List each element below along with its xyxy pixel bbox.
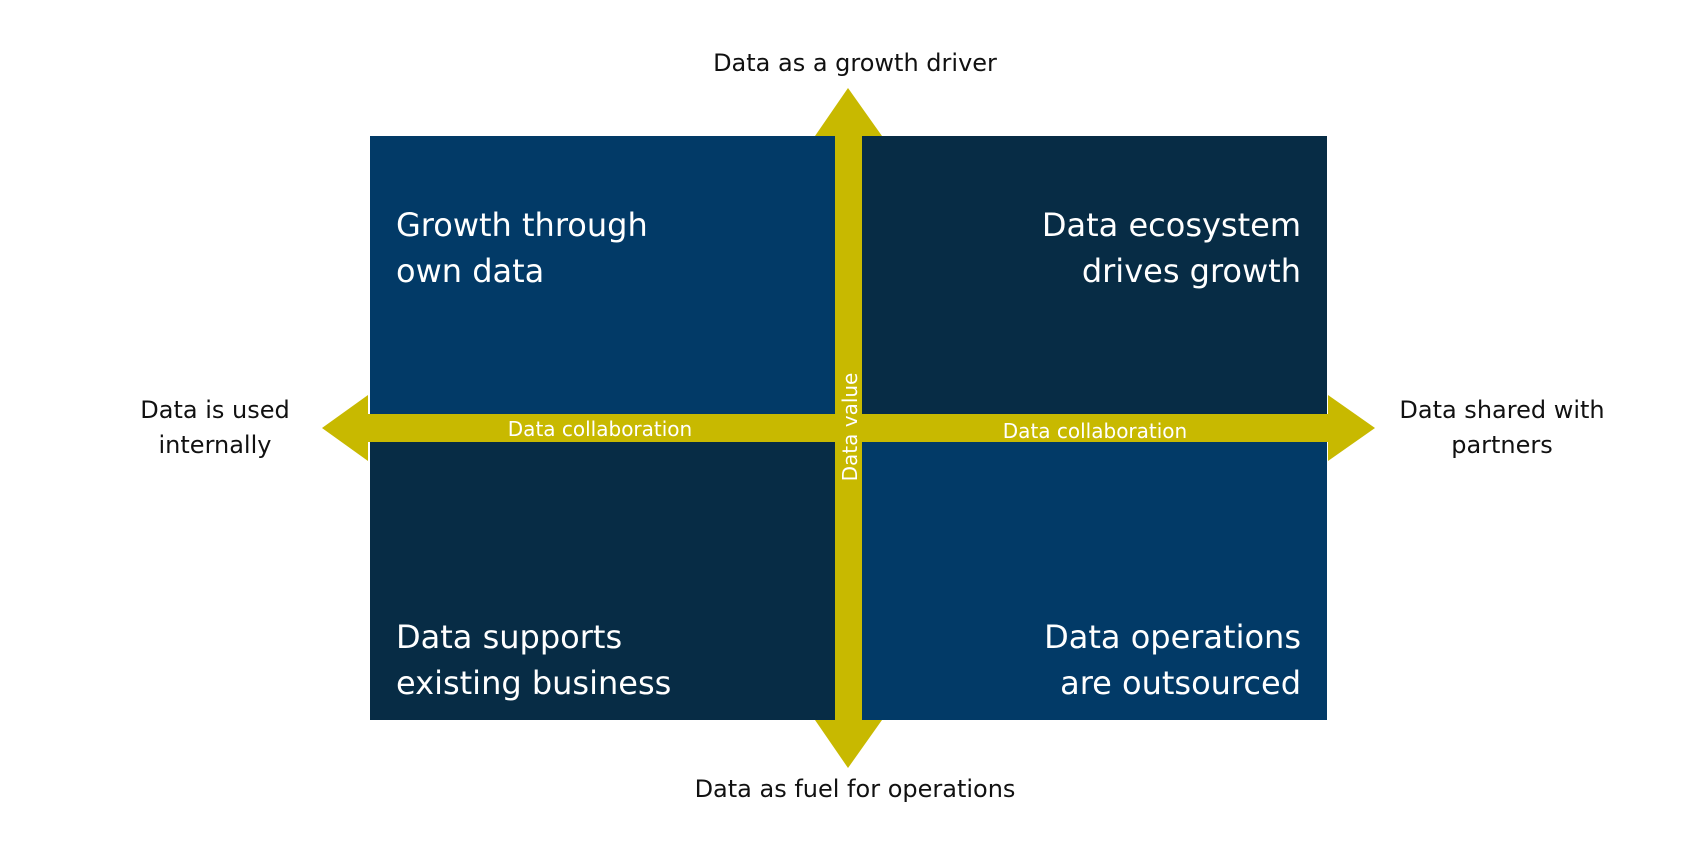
quadrant-top-left-label: Growth through own data <box>396 206 648 290</box>
quadrant-bottom-right-label: Data operations are outsourced <box>1044 618 1301 702</box>
up-arrowhead-icon <box>815 88 882 136</box>
horizontal-axis-label-right: Data collaboration <box>1002 419 1188 443</box>
right-arrowhead-icon <box>1328 395 1375 461</box>
horizontal-axis-label-left: Data collaboration <box>507 417 693 441</box>
axis-bottom-label: Data as fuel for operations <box>694 775 1016 803</box>
axis-left-label: Data is used internally <box>140 396 290 459</box>
quadrant-top-left: Growth through own data <box>370 136 835 414</box>
vertical-axis-bar <box>835 134 862 724</box>
left-arrowhead-icon <box>322 395 368 461</box>
axis-right-label: Data shared with partners <box>1399 396 1605 459</box>
axis-top-label: Data as a growth driver <box>713 49 997 77</box>
quadrant-bottom-right: Data operations are outsourced <box>862 442 1327 720</box>
quadrant-bottom-left-label: Data supports existing business <box>396 618 672 702</box>
quadrant-top-right: Data ecosystem drives growth <box>862 136 1327 414</box>
vertical-axis-label: Data value <box>838 372 862 482</box>
quadrant-bottom-left: Data supports existing business <box>370 442 835 720</box>
down-arrowhead-icon <box>815 720 882 768</box>
quadrant-top-right-label: Data ecosystem drives growth <box>1041 206 1301 290</box>
